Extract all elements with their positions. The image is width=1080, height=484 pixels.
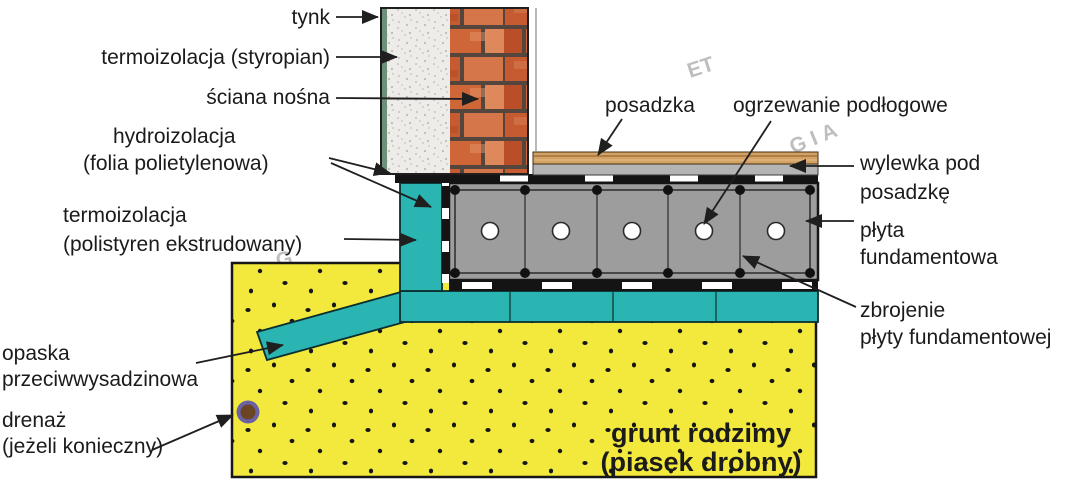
hydro-arrow-b (330, 162, 432, 208)
screed-layer (532, 163, 819, 176)
hydro-arrow-a (328, 157, 391, 176)
labels: tynk termoizolacja (styropian) ściana no… (2, 6, 1051, 477)
drain-pipe-core (240, 404, 256, 420)
perimeter-insulation-column (399, 182, 443, 292)
wall-brick-layer (450, 8, 528, 174)
label-sciana-nosna: ściana nośna (206, 86, 330, 109)
underslab-insulation (399, 290, 819, 323)
wall-assembly (380, 7, 537, 175)
leader-arrows (151, 10, 857, 451)
label-drenaz-line2: (jeżeli konieczny) (2, 435, 163, 458)
wall-plaster-layer (381, 8, 387, 174)
wall-arrow (335, 91, 479, 106)
label-termoizolacja-xps-line1: termoizolacja (63, 204, 187, 227)
posadzka-arrow (597, 118, 623, 156)
label-opaska-line1: opaska (2, 342, 70, 365)
label-hydroizolacja-line1: hydroizolacja (113, 125, 236, 148)
watermark-fragment-top: ET (684, 53, 717, 83)
wall-styrofoam-layer (387, 8, 450, 174)
hydro-foil-layers (395, 174, 818, 291)
underslab-insulation-strip (399, 290, 819, 323)
foil-above-slab (449, 174, 818, 183)
label-grunt-line1: grunt rodzimy (611, 418, 791, 448)
label-opaska-line2: przeciwwysadzinowa (2, 368, 198, 391)
drain-pipe (236, 400, 260, 424)
label-posadzka: posadzka (605, 94, 695, 117)
label-zbrojenie-line2: płyty fundamentowej (860, 326, 1051, 349)
rebar-mesh-outline (454, 189, 811, 274)
label-plyta-line2: fundamentowa (860, 246, 998, 269)
label-wylewka-line2: posadzkę (860, 181, 950, 204)
heating-pipe-circles (480, 221, 786, 241)
apron-arrow (195, 341, 284, 364)
label-ogrzewanie: ogrzewanie podłogowe (733, 94, 948, 117)
label-termoizolacja-xps-line2: (polistyren ekstrudowany) (63, 233, 302, 256)
rebar-dots (450, 185, 815, 278)
label-zbrojenie-line1: zbrojenie (860, 299, 945, 322)
label-wylewka-line1: wylewka pod (859, 152, 980, 175)
label-plyta-line1: płyta (860, 219, 905, 242)
label-drenaz-line1: drenaż (2, 409, 66, 432)
label-grunt-line2: (piasek drobny) (600, 447, 801, 477)
label-hydroizolacja-line2: (folia polietylenowa) (83, 152, 269, 175)
xps-arrow (343, 232, 417, 247)
rebar-arrow (742, 255, 857, 308)
floor-layers (532, 151, 819, 176)
floor-finish-layer (532, 151, 819, 165)
label-termoizolacja-styropian: termoizolacja (styropian) (101, 46, 330, 69)
heating-arrow (703, 120, 772, 225)
foil-under-wall (395, 174, 449, 183)
wall-outline (380, 7, 529, 175)
label-tynk: tynk (291, 6, 330, 29)
drain-arrow (151, 414, 234, 451)
